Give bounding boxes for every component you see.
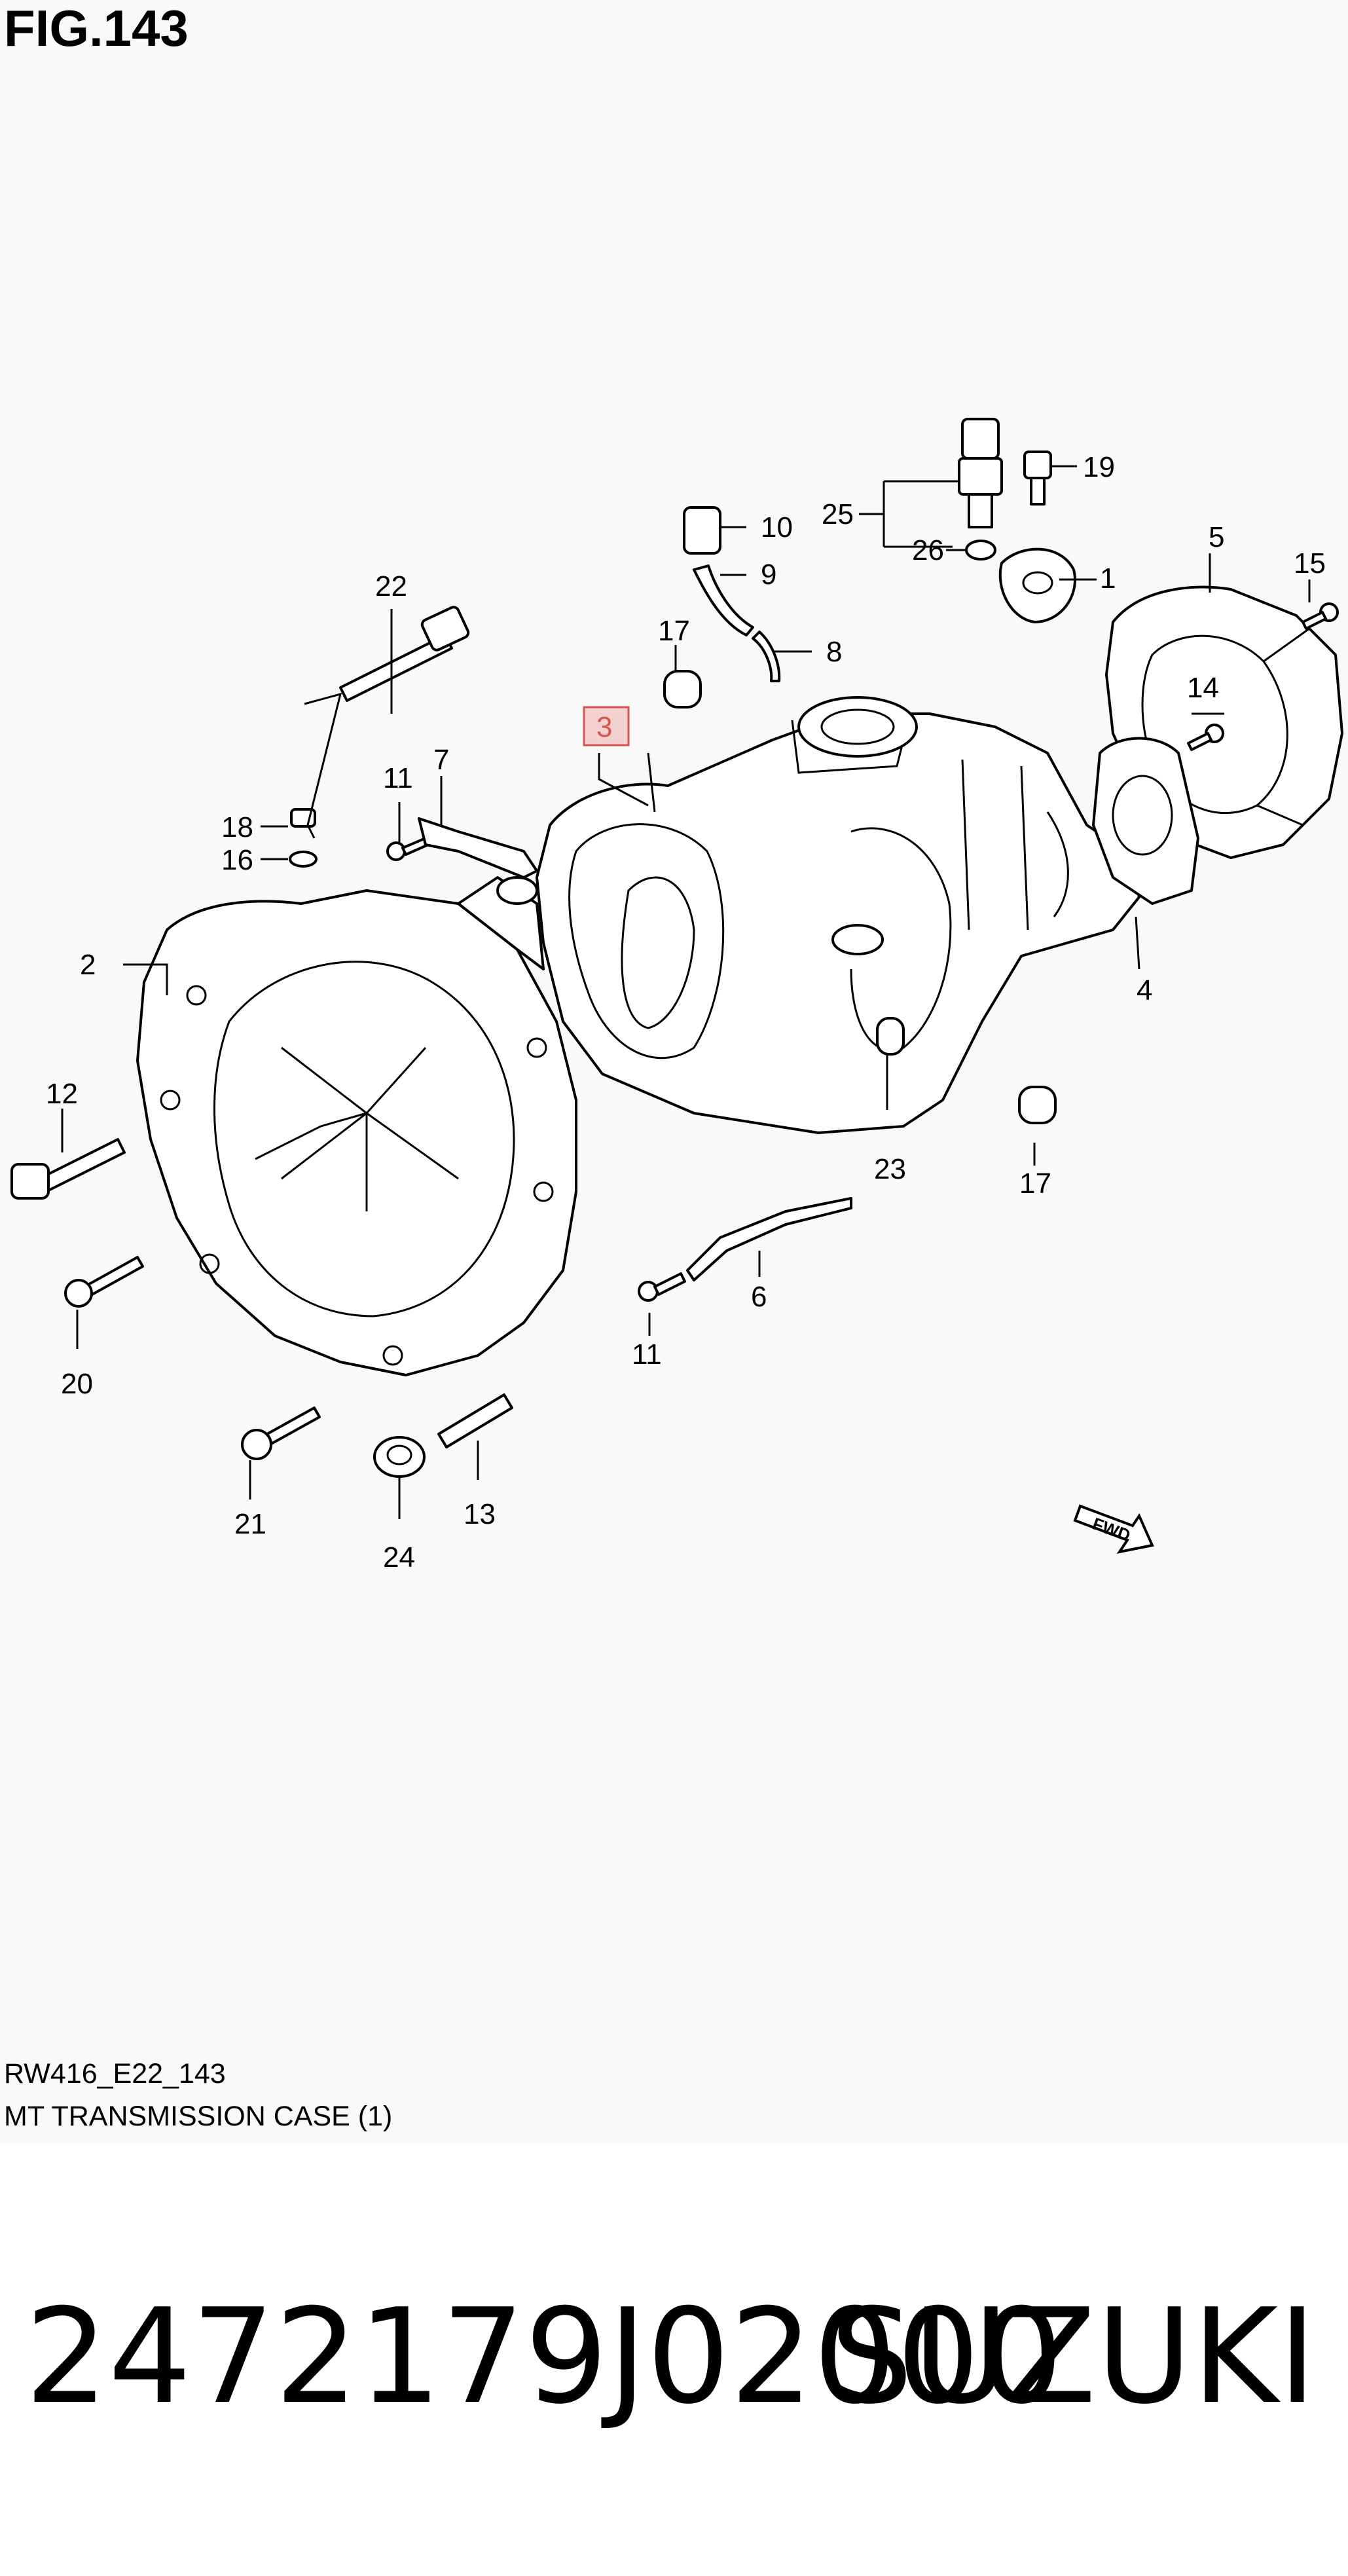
clutch-housing-part-2	[136, 876, 577, 1376]
hose-part-9	[693, 564, 754, 636]
fwd-label: FWD	[1090, 1514, 1133, 1545]
callout-10: 10	[761, 511, 793, 543]
plug-part-17-upper	[663, 670, 702, 708]
callout-13: 13	[464, 1498, 496, 1530]
callout-labels: 1 2 3 4 5 6 7 8 9 10 11 11 12 13 14 15 1…	[46, 451, 1326, 1573]
callout-24: 24	[383, 1541, 415, 1573]
leader-lines	[61, 465, 1311, 1519]
bolt-part-11-lower	[638, 1272, 686, 1302]
stud-part-13	[437, 1393, 513, 1448]
bolt-part-12	[10, 1138, 126, 1200]
callout-17-upper: 17	[658, 615, 690, 647]
bolt-part-15	[1302, 602, 1339, 630]
callout-4: 4	[1137, 974, 1152, 1006]
highlighted-callout-box	[583, 706, 630, 746]
callout-9: 9	[761, 559, 776, 591]
figure-title: FIG.143	[4, 0, 189, 57]
callout-25: 25	[822, 498, 854, 530]
callout-17-lower: 17	[1019, 1168, 1051, 1200]
bolt-part-11-upper	[386, 837, 429, 861]
bolt-part-19	[1023, 451, 1052, 506]
bolt-part-20	[64, 1256, 144, 1308]
forward-arrow-icon: FWD	[1073, 1504, 1154, 1554]
callout-12: 12	[46, 1078, 78, 1110]
callout-11-upper: 11	[383, 762, 413, 794]
callout-3: 3	[596, 711, 612, 743]
callout-11-lower: 11	[632, 1338, 662, 1371]
plate-part-1	[998, 547, 1076, 623]
diagram-caption: MT TRANSMISSION CASE (1)	[4, 2101, 393, 2132]
gasket-part-4	[1092, 737, 1199, 905]
callout-7: 7	[433, 744, 449, 776]
callout-2: 2	[80, 949, 96, 981]
brand-name: SUZUKI	[829, 2281, 1317, 2433]
callout-22: 22	[375, 570, 407, 602]
callout-19: 19	[1083, 451, 1115, 483]
gasket-part-26	[965, 540, 996, 561]
bracket-part-6	[686, 1197, 852, 1281]
pin-part-23	[876, 1017, 905, 1056]
cap-part-10	[683, 506, 721, 555]
callout-6: 6	[751, 1281, 767, 1313]
nut-part-24	[373, 1436, 426, 1478]
washer-part-16	[289, 851, 318, 868]
part-number: 2472179J02000	[25, 2281, 1063, 2433]
diagram-code: RW416_E22_143	[4, 2058, 226, 2089]
callout-20: 20	[61, 1368, 93, 1400]
transmission-case-part-3	[536, 696, 1140, 1134]
bolt-part-14	[1187, 724, 1224, 751]
callout-5: 5	[1209, 521, 1224, 553]
switch-part-25	[958, 418, 1003, 528]
plug-part-17-lower	[1018, 1086, 1057, 1124]
callout-18: 18	[221, 811, 253, 843]
callout-8: 8	[826, 636, 842, 668]
callout-21: 21	[234, 1508, 266, 1540]
callout-26: 26	[912, 534, 944, 566]
callout-1: 1	[1100, 562, 1116, 595]
exploded-parts-diagram: FWD 1 2 3	[10, 418, 1343, 1573]
bolt-part-22	[339, 606, 470, 702]
bracket-part-7	[418, 817, 538, 879]
callout-15: 15	[1294, 547, 1326, 580]
bolt-part-21	[241, 1407, 321, 1460]
footer: 2472179J02000 SUZUKI	[0, 2292, 1348, 2462]
breather-part-8	[752, 631, 781, 682]
callout-23: 23	[874, 1153, 906, 1185]
callout-16: 16	[221, 844, 253, 876]
callout-14: 14	[1187, 672, 1219, 704]
